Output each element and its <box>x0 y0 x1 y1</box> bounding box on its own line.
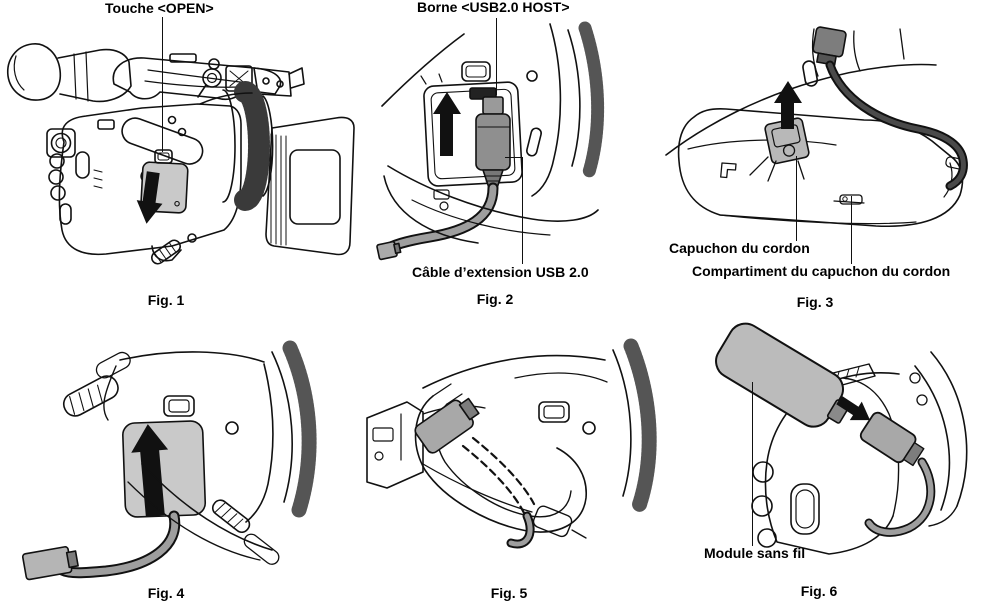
leader-cable-vertical <box>522 157 524 264</box>
usb-cable <box>56 510 181 579</box>
callout-compartiment-capuchon: Compartiment du capuchon du cordon <box>692 263 951 279</box>
hidden-cable-dashed <box>461 436 536 515</box>
usb-cable <box>864 457 936 537</box>
terminal-cover-closed <box>122 420 207 518</box>
leader-compartiment <box>851 196 853 264</box>
leader-cable-horizontal <box>505 157 523 159</box>
open-button <box>154 149 173 164</box>
usb-plug <box>475 96 511 189</box>
cord-cap <box>749 117 810 182</box>
top-handle <box>112 53 305 101</box>
callout-capuchon-cordon: Capuchon du cordon <box>669 240 810 256</box>
fig3-cord-cap-illustration <box>665 26 968 228</box>
callout-cable-extension: Câble d’extension USB 2.0 <box>412 264 589 280</box>
down-arrow-icon <box>136 171 163 224</box>
wireless-module <box>715 322 850 428</box>
insert-arrow-icon <box>836 395 871 421</box>
leader-borne-usb <box>496 18 498 95</box>
cable-hook <box>506 511 535 549</box>
open-button <box>163 395 195 417</box>
fig6-wireless-module-illustration <box>715 322 968 555</box>
fig4-cover-closed-illustration <box>21 340 317 581</box>
leader-capuchon <box>796 156 798 241</box>
caption-fig3: Fig. 3 <box>796 294 834 310</box>
open-button <box>461 61 491 82</box>
leader-module <box>752 382 754 546</box>
caption-fig1: Fig. 1 <box>147 292 185 308</box>
fig1-camcorder-illustration <box>7 43 355 265</box>
camera-rear-body <box>751 351 968 555</box>
usb-cable <box>378 182 499 257</box>
callout-touche-open: Touche <OPEN> <box>105 0 214 16</box>
caption-fig6: Fig. 6 <box>800 583 838 599</box>
cable-end-connector <box>414 397 480 454</box>
cord-cap-compartment <box>833 194 865 205</box>
caption-fig2: Fig. 2 <box>476 291 514 307</box>
cable-end-connector <box>376 240 402 261</box>
lens-barrel <box>199 81 274 211</box>
viewfinder-eyecup <box>7 43 132 103</box>
fig5-strap-routing-illustration <box>366 338 657 549</box>
fig2-usb-connection-illustration <box>376 21 605 261</box>
cable-end-connector <box>859 411 925 467</box>
up-arrow-icon <box>774 81 802 129</box>
callout-borne-usb: Borne <USB2.0 HOST> <box>417 0 570 15</box>
cable-end-connector <box>21 546 79 581</box>
lens-hood <box>265 116 355 256</box>
caption-fig5: Fig. 5 <box>490 585 528 601</box>
up-arrow-icon <box>131 424 169 517</box>
cord <box>825 60 968 191</box>
cable-connector <box>812 26 847 66</box>
leader-touche-open <box>162 17 164 152</box>
up-arrow-icon <box>433 92 461 156</box>
callout-module-sans-fil: Module sans fil <box>704 545 806 561</box>
caption-fig4: Fig. 4 <box>147 585 185 601</box>
